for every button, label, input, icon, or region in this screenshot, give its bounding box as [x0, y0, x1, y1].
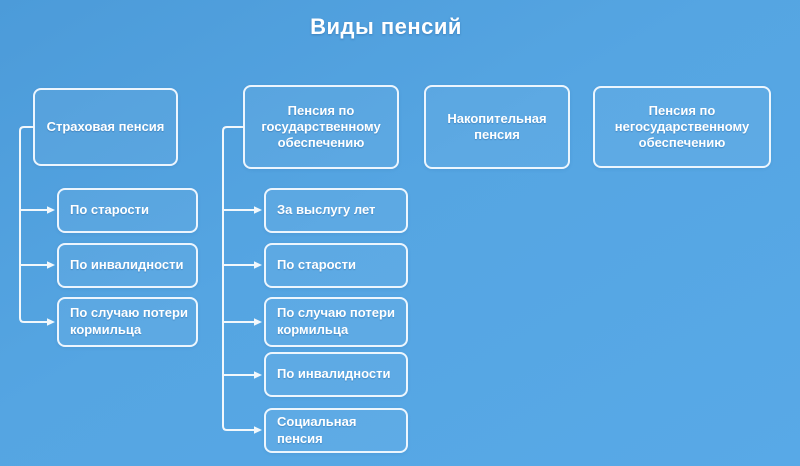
non-state-pension-node: Пенсия по негосударственному обеспечению [593, 86, 771, 168]
insurance-disability-node: По инвалидности [57, 243, 198, 288]
state-disability-node: По инвалидности [264, 352, 408, 397]
state-old-age-node: По старости [264, 243, 408, 288]
state-social-pension-node: Социальная пенсия [264, 408, 408, 453]
state-service-years-node: За выслугу лет [264, 188, 408, 233]
insurance-pension-node: Страховая пенсия [33, 88, 178, 166]
insurance-survivor-node: По случаю потери кормильца [57, 297, 198, 347]
state-survivor-node: По случаю потери кормильца [264, 297, 408, 347]
funded-pension-node: Накопительная пенсия [424, 85, 570, 169]
diagram-title: Виды пенсий [310, 14, 462, 39]
state-pension-node: Пенсия по государственному обеспечению [243, 85, 399, 169]
insurance-old-age-node: По старости [57, 188, 198, 233]
